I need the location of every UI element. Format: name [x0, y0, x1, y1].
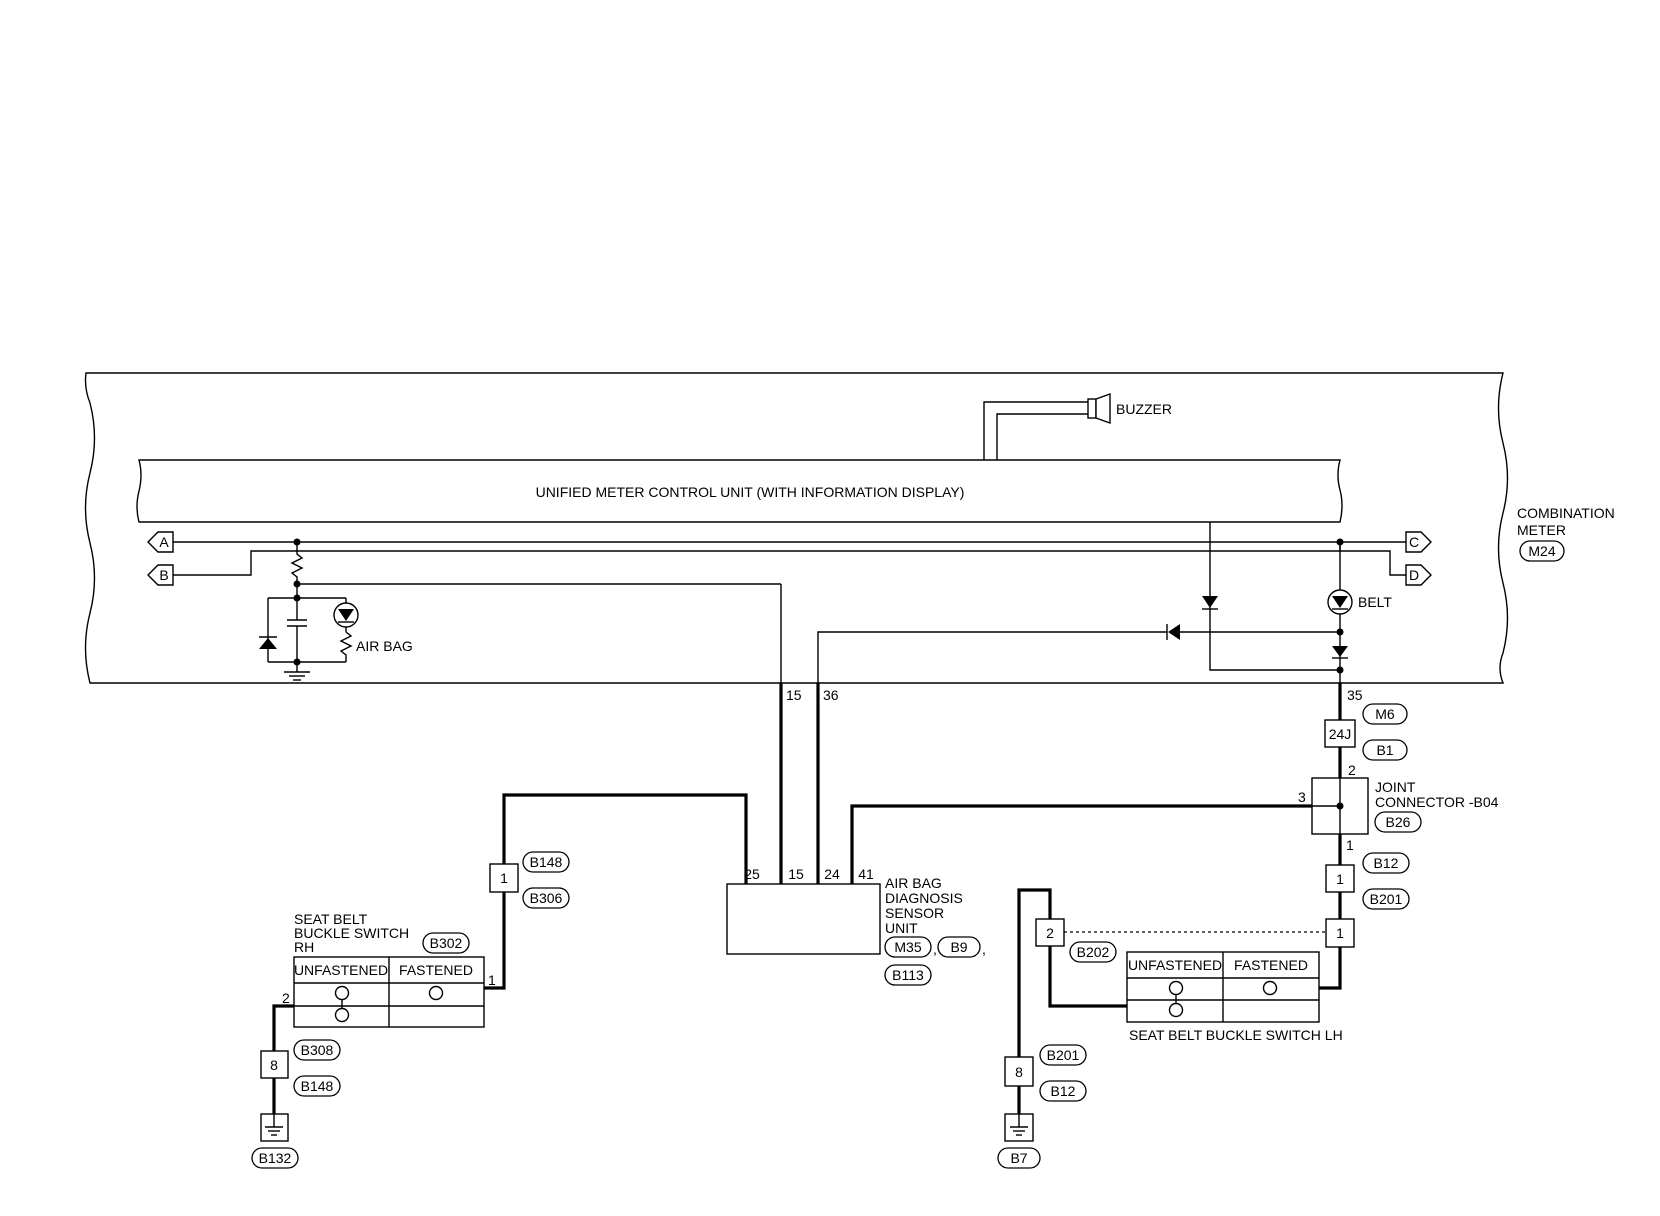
buzzer: BUZZER — [983, 393, 1172, 460]
connector-id-b308: B308 — [301, 1042, 334, 1058]
switch-rh-col-fastened: FASTENED — [399, 962, 473, 978]
ground-b7: B7 — [997, 1113, 1041, 1169]
harness-wiring — [272, 683, 1342, 1114]
resistor-icon — [290, 551, 304, 584]
meter-internal-wiring — [173, 541, 1406, 576]
offpage-connector-d — [1405, 564, 1432, 586]
terminal-15-label: 15 — [786, 687, 802, 703]
seat-belt-buckle-switch-rh: SEAT BELT BUCKLE SWITCH RH B302 UNFASTEN… — [282, 911, 496, 1028]
svg-text:C: C — [1409, 534, 1419, 550]
airbag-unit-label-4: UNIT — [885, 920, 918, 936]
inline-connector-b148-b306: 1 B148 B306 — [489, 851, 570, 909]
seat-belt-buckle-switch-lh: 2 B202 UNFASTENED FASTENED SEAT BELT BUC… — [1035, 918, 1343, 1043]
connector-id-b306: B306 — [530, 890, 563, 906]
svg-text:8: 8 — [270, 1057, 278, 1073]
connector-id-m6: M6 — [1375, 706, 1395, 722]
unified-meter-control-unit: UNIFIED METER CONTROL UNIT (WITH INFORMA… — [136, 459, 1343, 523]
svg-text:24J: 24J — [1329, 726, 1352, 742]
airbag-diagnosis-sensor-unit: 25 15 24 41 AIR BAG DIAGNOSIS SENSOR UNI… — [726, 866, 986, 986]
joint-pin-2: 2 — [1348, 762, 1356, 778]
switch-rh-label-2: BUCKLE SWITCH — [294, 925, 409, 941]
connector-id-b201: B201 — [1370, 891, 1403, 907]
connector-id-b302: B302 — [430, 935, 463, 951]
svg-text:D: D — [1409, 567, 1419, 583]
airbag-unit-pin-41: 41 — [858, 866, 874, 882]
airbag-lamp-label: AIR BAG — [356, 638, 413, 654]
connector-id-b1: B1 — [1376, 742, 1393, 758]
belt-lamp-circuit: BELT — [817, 522, 1392, 683]
resistor-icon — [339, 631, 353, 662]
connector-id-b148: B148 — [530, 854, 563, 870]
svg-text:1: 1 — [500, 870, 508, 886]
svg-text:A: A — [159, 534, 169, 550]
airbag-unit-pin-25: 25 — [744, 866, 760, 882]
offpage-connector-c — [1405, 531, 1432, 553]
buzzer-icon — [1087, 398, 1097, 419]
inline-connector-b12-b201: 1 B12 B201 — [1325, 852, 1410, 910]
svg-text:B: B — [159, 567, 168, 583]
switch-lh-label: SEAT BELT BUCKLE SWITCH LH — [1129, 1027, 1343, 1043]
connector-id-b9: B9 — [950, 939, 967, 955]
connector-id-b202: B202 — [1077, 944, 1110, 960]
ground-b132: B132 — [251, 1113, 299, 1169]
joint-label-1: JOINT — [1375, 779, 1416, 795]
combination-meter: COMBINATION METER M24 — [84, 372, 1615, 684]
connector-id-b7: B7 — [1010, 1150, 1027, 1166]
diode-icon — [1168, 624, 1180, 640]
airbag-unit-label-1: AIR BAG — [885, 875, 942, 891]
connector-oval-m24 — [1519, 540, 1565, 562]
svg-text:1: 1 — [1336, 871, 1344, 887]
airbag-unit-pin-15: 15 — [788, 866, 804, 882]
airbag-lamp-circuit: AIR BAG — [259, 538, 782, 683]
connector-id-m35: M35 — [894, 939, 921, 955]
joint-label-2: CONNECTOR -B04 — [1375, 794, 1499, 810]
connector-id-b132: B132 — [259, 1150, 292, 1166]
switch-rh-pin-1: 1 — [488, 972, 496, 988]
connector-id-b148-lower: B148 — [301, 1078, 334, 1094]
switch-rh-label-1: SEAT BELT — [294, 911, 368, 927]
control-unit-label: UNIFIED METER CONTROL UNIT (WITH INFORMA… — [536, 484, 965, 500]
terminal-35-label: 35 — [1347, 687, 1363, 703]
joint-pin-3: 3 — [1298, 789, 1306, 805]
buzzer-label: BUZZER — [1116, 401, 1172, 417]
joint-connector: 2 3 1 JOINT CONNECTOR -B04 B26 — [1298, 762, 1499, 853]
connector-id-b12: B12 — [1374, 855, 1399, 871]
combination-meter-label-1: COMBINATION — [1517, 505, 1615, 521]
offpage-connectors: A B C D — [147, 531, 1432, 586]
airbag-unit-label-3: SENSOR — [885, 905, 944, 921]
svg-text:,: , — [982, 941, 986, 957]
terminal-36-label: 36 — [823, 687, 839, 703]
inline-connector-b202-pin1: 1 — [1325, 918, 1355, 948]
switch-rh-pin-2: 2 — [282, 990, 290, 1006]
connector-id-m24: M24 — [1528, 543, 1555, 559]
switch-lh-col-unfastened: UNFASTENED — [1128, 957, 1222, 973]
airbag-unit-pin-24: 24 — [824, 866, 840, 882]
connector-id-b201-lower: B201 — [1047, 1047, 1080, 1063]
inline-connector-b308-b148: 8 B308 B148 — [260, 1039, 341, 1097]
diode-icon — [259, 638, 277, 649]
switch-lh-pin-2: 2 — [1046, 925, 1054, 941]
switch-rh-col-unfastened: UNFASTENED — [294, 962, 388, 978]
joint-pin-1: 1 — [1346, 837, 1354, 853]
inline-connector-m6-b1: 24J M6 B1 — [1324, 703, 1408, 761]
connector-id-b26: B26 — [1386, 814, 1411, 830]
diode-icon — [1332, 646, 1348, 657]
switch-lh-col-fastened: FASTENED — [1234, 957, 1308, 973]
airbag-unit-label-2: DIAGNOSIS — [885, 890, 963, 906]
inline-connector-b201-b12: 8 B201 B12 — [1004, 1044, 1087, 1102]
svg-text:,: , — [933, 941, 937, 957]
svg-text:1: 1 — [1336, 925, 1344, 941]
connector-id-b12-lower: B12 — [1051, 1083, 1076, 1099]
diode-icon — [1202, 596, 1218, 608]
belt-lamp-label: BELT — [1358, 594, 1392, 610]
switch-rh-label-3: RH — [294, 939, 314, 955]
connector-id-b113: B113 — [892, 967, 924, 983]
combination-meter-label-2: METER — [1517, 522, 1566, 538]
svg-text:8: 8 — [1015, 1064, 1023, 1080]
